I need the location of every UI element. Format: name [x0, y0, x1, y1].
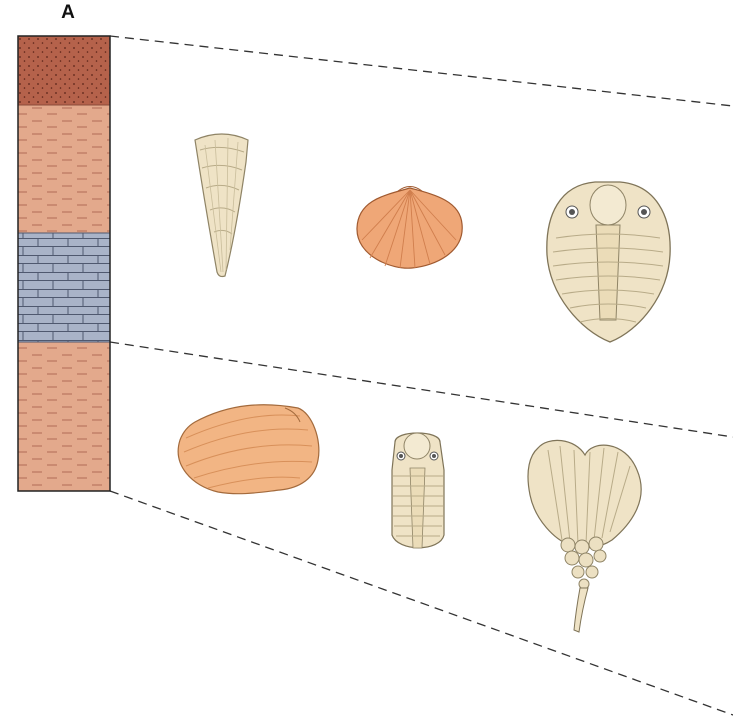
- crinoid-fossil: [528, 440, 641, 632]
- crinoid-calyx-plates: [561, 537, 606, 589]
- large-trilobite-fossil: [547, 182, 670, 342]
- horn-coral-fossil: [195, 134, 248, 277]
- brachiopod-fossil: [357, 187, 462, 269]
- stratigraphic-column: [18, 36, 110, 491]
- column-label: A: [50, 2, 86, 24]
- small-trilobite-fossil: [392, 433, 444, 548]
- layer-sandstone: [18, 36, 110, 105]
- clam-fossil: [178, 405, 319, 494]
- top-dashed-line: [110, 36, 733, 106]
- layer-shale-lower: [18, 342, 110, 491]
- layer-shale-upper: [18, 105, 110, 233]
- glabella: [590, 185, 626, 225]
- layer-limestone: [18, 233, 110, 342]
